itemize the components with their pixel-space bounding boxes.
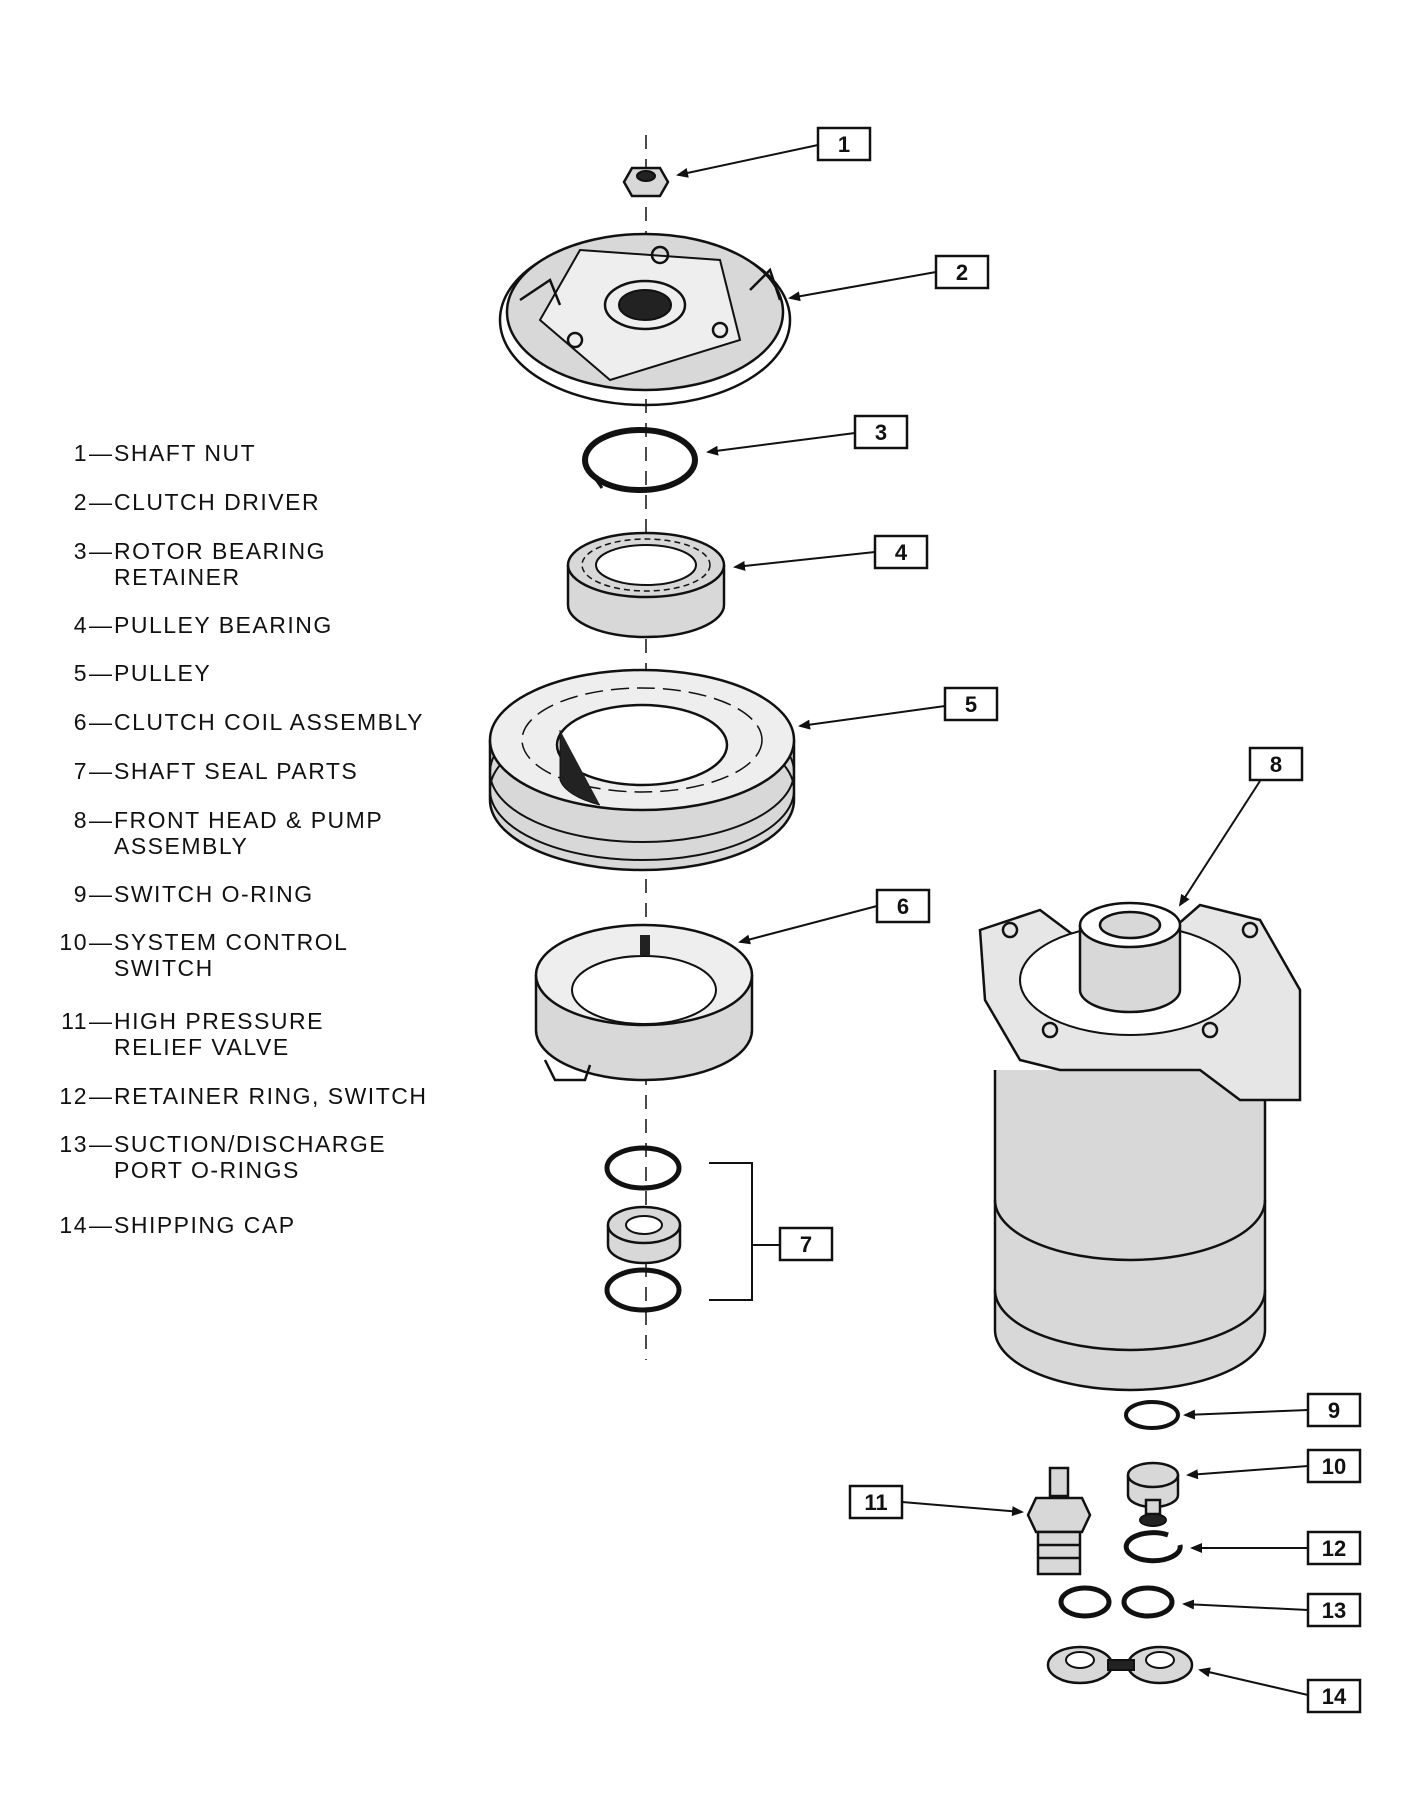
legend-number: 12 <box>59 1083 88 1109</box>
callout-label: 12 <box>1322 1536 1346 1561</box>
legend-label: SHIPPING CAP <box>114 1212 296 1238</box>
callout-13: 13 <box>1306 1592 1362 1628</box>
shipping-cap-part <box>1046 1645 1194 1685</box>
leader-4 <box>733 551 876 571</box>
callout-6: 6 <box>875 888 931 924</box>
legend-number: 8 <box>73 807 88 833</box>
legend-label: RETAINER RING, SWITCH <box>114 1083 428 1109</box>
legend-label: SHAFT SEAL PARTS <box>114 758 359 784</box>
rotor-bearing-retainer-part <box>582 427 698 493</box>
leader-3 <box>706 432 856 456</box>
leader-6 <box>738 905 878 945</box>
callout-label: 7 <box>800 1232 812 1257</box>
legend-number: 6 <box>73 709 88 735</box>
clutch-driver-part <box>498 232 792 407</box>
legend-number: 14 <box>59 1212 88 1238</box>
callout-1: 1 <box>816 126 872 162</box>
callout-label: 10 <box>1322 1454 1346 1479</box>
system-control-switch-part <box>1126 1461 1180 1527</box>
legend-number: 9 <box>73 881 88 907</box>
callout-label: 11 <box>864 1490 887 1515</box>
pulley-part <box>488 668 796 872</box>
leader-14 <box>1198 1667 1309 1696</box>
leader-8 <box>1178 780 1261 907</box>
seal-parts-bracket <box>709 1162 753 1301</box>
clutch-coil-assembly-part <box>534 923 754 1082</box>
leader-5 <box>798 705 946 730</box>
legend-number: 1 <box>73 440 88 466</box>
legend-number: 2 <box>73 489 88 515</box>
callout-8: 8 <box>1248 746 1304 782</box>
shaft-seal-parts-part <box>604 1145 682 1313</box>
leader-9 <box>1183 1409 1309 1420</box>
callout-7: 7 <box>778 1226 834 1262</box>
callout-11: 11 <box>848 1484 904 1520</box>
port-o-rings-part <box>1058 1585 1175 1619</box>
legend-label: CLUTCH COIL ASSEMBLY <box>114 709 424 735</box>
callout-label: 14 <box>1322 1684 1347 1709</box>
legend-label: CLUTCH DRIVER <box>114 489 321 515</box>
callout-label: 6 <box>897 894 909 919</box>
legend-label: SUCTION/DISCHARGE PORT O-RINGS <box>114 1131 387 1183</box>
callout-5: 5 <box>943 686 999 722</box>
legend-number: 3 <box>73 538 88 564</box>
callout-12: 12 <box>1306 1530 1362 1566</box>
high-pressure-relief-valve-part <box>1026 1466 1092 1576</box>
legend-label: SWITCH O-RING <box>114 881 314 907</box>
callout-label: 1 <box>838 132 850 157</box>
callout-label: 4 <box>895 540 908 565</box>
legend-label: HIGH PRESSURE RELIEF VALVE <box>114 1008 324 1060</box>
shaft-nut-part <box>622 166 670 198</box>
legend-label: PULLEY <box>114 660 212 686</box>
legend-label: SHAFT NUT <box>114 440 257 466</box>
leader-10 <box>1186 1465 1309 1480</box>
legend-number: 4 <box>73 612 88 638</box>
callout-2: 2 <box>934 254 990 290</box>
legend-number: 5 <box>73 660 88 686</box>
legend-number: 13 <box>59 1131 88 1157</box>
pulley-bearing-part <box>566 531 726 639</box>
leader-11 <box>901 1501 1024 1517</box>
legend-number: 7 <box>73 758 88 784</box>
callout-label: 9 <box>1328 1398 1340 1423</box>
legend-label: ROTOR BEARING RETAINER <box>114 538 327 590</box>
callout-4: 4 <box>873 534 929 570</box>
callout-10: 10 <box>1306 1448 1362 1484</box>
callout-label: 8 <box>1270 752 1282 777</box>
callout-9: 9 <box>1306 1392 1362 1428</box>
leader-1 <box>676 144 819 178</box>
legend-number: 10 <box>59 929 88 955</box>
legend-label: PULLEY BEARING <box>114 612 333 638</box>
leader-13 <box>1182 1599 1309 1611</box>
callout-label: 13 <box>1322 1598 1346 1623</box>
callout-3: 3 <box>853 414 909 450</box>
callout-label: 5 <box>965 692 977 717</box>
legend-label: FRONT HEAD & PUMP ASSEMBLY <box>114 807 384 859</box>
callout-label: 3 <box>875 420 887 445</box>
leader-2 <box>788 271 937 302</box>
legend-label: SYSTEM CONTROL SWITCH <box>114 929 349 981</box>
front-head-pump-assembly-part <box>978 901 1302 1392</box>
legend-number: 11 <box>61 1008 88 1034</box>
retainer-ring-switch-part <box>1123 1530 1183 1564</box>
callout-label: 2 <box>956 260 968 285</box>
switch-o-ring-part <box>1124 1400 1180 1430</box>
callout-14: 14 <box>1306 1678 1362 1714</box>
